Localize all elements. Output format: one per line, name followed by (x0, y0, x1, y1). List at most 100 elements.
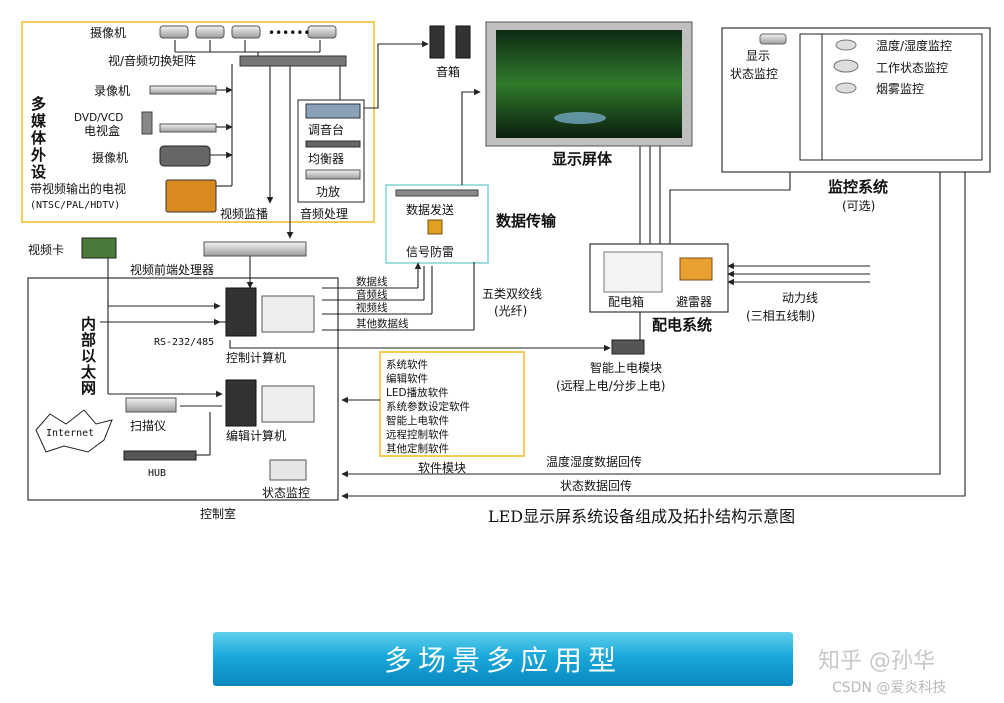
matrix-label: 视/音频切换矩阵 (108, 53, 196, 68)
other-line-label: 其他数据线 (356, 317, 409, 330)
control-room-frame (27, 277, 339, 501)
video-card-label: 视频卡 (28, 242, 64, 257)
mixer-icon (305, 103, 361, 119)
audio-proc-label: 音频处理 (300, 206, 348, 221)
data-send-label: 数据发送 (406, 202, 454, 217)
speaker-icon (455, 25, 471, 59)
internet-label: Internet (46, 428, 94, 439)
control-room-label: 控制室 (200, 506, 236, 521)
work-monitor-label: 工作状态监控 (876, 61, 948, 75)
topology-diagram: •••••• 摄像机 视/音频切换矩阵 录像机 DVD/VCD 电视盒 摄像机 … (21, 21, 991, 526)
power-system-frame (589, 243, 729, 313)
equalizer-label: 均衡器 (308, 152, 344, 166)
banner: 多场景多应用型 (213, 632, 793, 686)
power-line-label2: (三相五线制) (746, 309, 815, 323)
multimedia-frame (21, 21, 375, 223)
ctrl-pc-label: 控制计算机 (226, 350, 286, 365)
data-line-label: 数据线 (356, 275, 388, 288)
video-card-icon (81, 237, 117, 259)
arrester-label: 避雷器 (676, 295, 712, 309)
speaker-icon (429, 25, 445, 59)
status-monitor-label: 状态监控 (262, 486, 310, 500)
software-item: 编辑软件 (386, 372, 428, 385)
video-line-label: 视频线 (356, 301, 388, 314)
temp-sensor-icon (835, 39, 857, 51)
data-tx-frame (385, 184, 489, 264)
tvbox-label: 电视盒 (84, 123, 120, 138)
temp-monitor-label: 温度/湿度监控 (876, 38, 952, 53)
smart-module-label2: (远程上电/分步上电) (556, 378, 665, 393)
monitor-title: 监控系统 (828, 178, 888, 196)
power-title: 配电系统 (652, 316, 712, 334)
status-feedback-label: 状态数据回传 (560, 478, 632, 493)
audio-line-label: 音频线 (356, 288, 388, 301)
work-sensor-icon (833, 59, 859, 73)
software-list: 系统软件 编辑软件 LED播放软件 系统参数设定软件 智能上电软件 远程控制软件… (386, 358, 470, 455)
status-monitor-icon (269, 459, 307, 481)
diagram-title: LED显示屏系统设备组成及拓扑结构示意图 (488, 507, 795, 526)
camera2-label: 摄像机 (92, 150, 128, 165)
display-monitor-label2: 状态监控 (730, 67, 778, 81)
banner-text: 多场景多应用型 (383, 644, 622, 677)
arrester-icon (679, 257, 713, 281)
camera-icon (231, 25, 261, 39)
screen-label: 显示屏体 (552, 150, 613, 168)
power-line-label: 动力线 (782, 291, 818, 305)
camcorder-icon (159, 145, 211, 167)
multimedia-group-label: 多媒体外设 (29, 95, 47, 181)
data-sender-icon (395, 189, 479, 197)
software-title: 软件模块 (418, 461, 466, 475)
monitor-inner-frame (799, 33, 823, 161)
monitor-system-frame (721, 27, 991, 173)
smart-module-label: 智能上电模块 (590, 360, 662, 375)
dots-label: •••••• (268, 26, 310, 40)
internet-cloud-icon (35, 409, 113, 453)
amplifier-icon (305, 169, 361, 180)
signal-protector-icon (427, 219, 443, 235)
recorder-icon (149, 85, 217, 95)
recorder-label: 录像机 (94, 84, 130, 98)
hub-label: HUB (148, 468, 166, 479)
mixer-label: 调音台 (308, 122, 344, 137)
display-monitor-label: 显示 (746, 49, 770, 63)
edit-pc-monitor-icon (261, 385, 315, 423)
connection-lines (100, 40, 966, 500)
front-proc-label: 视频前端处理器 (130, 262, 214, 277)
temp-feedback-label: 温度湿度数据回传 (546, 454, 642, 469)
ctrl-pc-monitor-icon (261, 295, 315, 333)
smoke-monitor-label: 烟雾监控 (876, 82, 924, 96)
ethernet-label: 内部以太网 (79, 315, 97, 396)
tv-format-label: (NTSC/PAL/HDTV) (30, 200, 120, 211)
front-processor-icon (203, 241, 307, 257)
hub-icon (123, 450, 197, 461)
cameras-top (159, 25, 337, 39)
speaker-label: 音箱 (436, 64, 460, 79)
scanner-label: 扫描仪 (130, 419, 166, 433)
dvd-label: DVD/VCD (74, 112, 123, 124)
dvd-icon (159, 123, 217, 133)
amplifier-label: 功放 (316, 184, 340, 199)
monitor-optional: (可选) (842, 199, 875, 213)
edit-pc-label: 编辑计算机 (226, 428, 286, 443)
audio-proc-frame (297, 99, 365, 203)
software-item: 其他定制软件 (386, 442, 449, 455)
led-screen-image (554, 112, 606, 124)
software-item: 远程控制软件 (386, 428, 449, 441)
software-item: 系统参数设定软件 (386, 400, 470, 413)
smart-power-module-icon (611, 339, 645, 355)
power-box-label: 配电箱 (608, 294, 644, 309)
tv-label: 带视频输出的电视 (30, 181, 126, 196)
cable-label: 五类双绞线 (482, 286, 542, 301)
camera-icon (307, 25, 337, 39)
scanner-icon (125, 397, 177, 413)
signal-protect-label: 信号防雷 (406, 244, 454, 259)
rs232-label: RS-232/485 (154, 337, 214, 348)
tv-icon (165, 179, 217, 213)
tvbox-icon (141, 111, 153, 135)
equalizer-icon (305, 140, 361, 148)
software-item: 智能上电软件 (386, 414, 449, 427)
software-item: 系统软件 (386, 358, 428, 371)
power-box-icon (603, 251, 663, 293)
data-tx-title: 数据传输 (496, 212, 557, 230)
software-item: LED播放软件 (386, 386, 449, 399)
